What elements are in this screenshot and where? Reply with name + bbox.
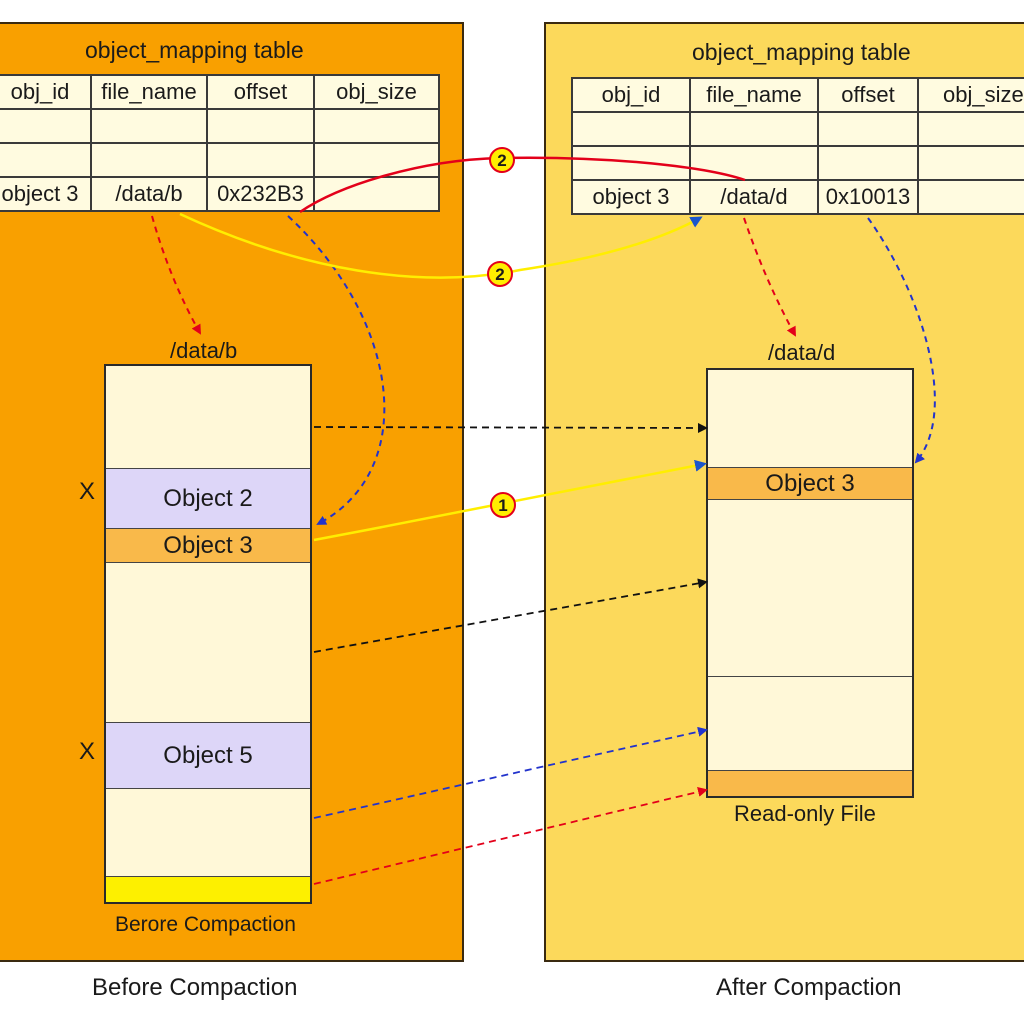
table-cell-obj-id: object 3 xyxy=(0,176,92,212)
table-cell xyxy=(206,108,315,144)
right-data-file: Object 3 xyxy=(706,368,914,798)
table-row xyxy=(571,145,1024,181)
table-cell xyxy=(90,142,208,178)
table-cell xyxy=(689,111,819,147)
header-file-name: file_name xyxy=(689,77,819,113)
table-cell xyxy=(817,145,919,181)
left-file-label: /data/b xyxy=(170,338,238,363)
table-cell xyxy=(917,111,1024,147)
header-obj-size: obj_size xyxy=(313,74,440,110)
table-header-row: obj_id file_name offset obj_size xyxy=(571,77,1024,113)
delete-mark: X xyxy=(79,478,96,505)
svg-text:1: 1 xyxy=(498,496,507,515)
object-3-segment: Object 3 xyxy=(708,467,912,499)
table-row: object 3 /data/b 0x232B3 xyxy=(0,176,440,212)
table-cell-obj-size xyxy=(313,176,440,212)
table-cell xyxy=(817,111,919,147)
table-row xyxy=(0,142,440,178)
table-row xyxy=(0,108,440,144)
right-object-mapping-table: obj_id file_name offset obj_size object … xyxy=(571,77,1024,215)
header-offset: offset xyxy=(817,77,919,113)
header-file-name: file_name xyxy=(90,74,208,110)
object-3-segment: Object 3 xyxy=(106,528,310,562)
table-cell xyxy=(90,108,208,144)
table-cell-offset: 0x10013 xyxy=(817,179,919,215)
table-cell xyxy=(313,108,440,144)
table-row: object 3 /data/d 0x10013 xyxy=(571,179,1024,215)
right-file-label: /data/d xyxy=(768,340,836,365)
table-cell-obj-size xyxy=(917,179,1024,215)
table-cell-offset: 0x232B3 xyxy=(206,176,315,212)
table-cell xyxy=(0,142,92,178)
file-segment xyxy=(708,499,912,676)
right-caption: After Compaction xyxy=(716,974,902,1001)
left-table-title: object_mapping table xyxy=(85,37,304,63)
table-cell-file-name: /data/b xyxy=(90,176,208,212)
table-cell-file-name: /data/d xyxy=(689,179,819,215)
header-obj-id: obj_id xyxy=(571,77,691,113)
header-obj-id: obj_id xyxy=(0,74,92,110)
file-segment xyxy=(106,366,310,468)
right-inner-caption: Read-only File xyxy=(734,801,876,826)
file-segment xyxy=(106,788,310,876)
svg-text:2: 2 xyxy=(497,151,506,170)
delete-mark: X xyxy=(79,738,96,765)
table-cell xyxy=(313,142,440,178)
step-badge: 2 xyxy=(487,261,513,287)
left-caption: Before Compaction xyxy=(92,974,298,1001)
table-cell xyxy=(571,145,691,181)
table-cell xyxy=(917,145,1024,181)
right-table-title: object_mapping table xyxy=(692,39,911,65)
file-segment xyxy=(708,676,912,770)
left-object-mapping-table: obj_id file_name offset obj_size object … xyxy=(0,74,440,212)
table-header-row: obj_id file_name offset obj_size xyxy=(0,74,440,110)
left-data-file: Object 2 Object 3 Object 5 xyxy=(104,364,312,904)
file-tail-segment xyxy=(106,876,310,902)
object-5-segment: Object 5 xyxy=(106,722,310,788)
table-cell xyxy=(206,142,315,178)
svg-text:2: 2 xyxy=(495,265,504,284)
file-tail-segment xyxy=(708,770,912,796)
step-badge: 1 xyxy=(490,492,516,518)
file-segment xyxy=(708,370,912,467)
table-cell xyxy=(0,108,92,144)
file-segment xyxy=(106,562,310,722)
table-cell xyxy=(689,145,819,181)
table-row xyxy=(571,111,1024,147)
step-badge: 2 xyxy=(489,147,515,173)
object-2-segment: Object 2 xyxy=(106,468,310,528)
table-cell xyxy=(571,111,691,147)
table-cell-obj-id: object 3 xyxy=(571,179,691,215)
header-obj-size: obj_size xyxy=(917,77,1024,113)
header-offset: offset xyxy=(206,74,315,110)
left-inner-caption: Berore Compaction xyxy=(115,913,296,936)
